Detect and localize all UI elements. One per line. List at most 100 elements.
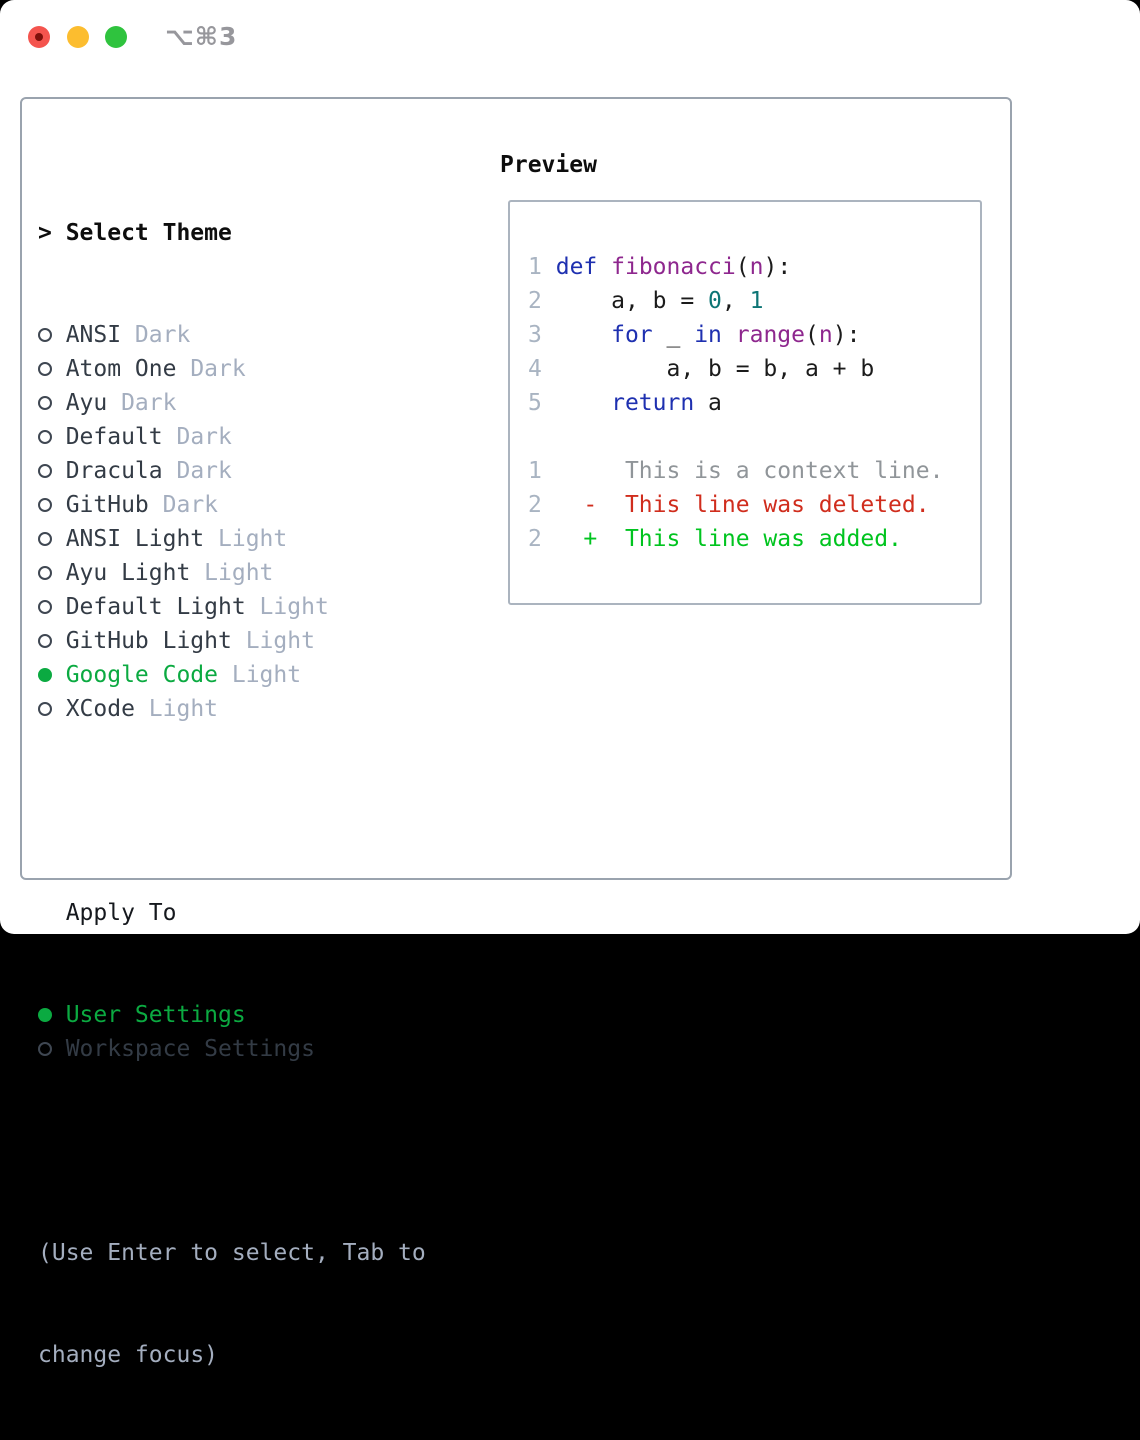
apply-option[interactable]: Workspace Settings [38, 1032, 478, 1066]
radio-cell [38, 420, 66, 454]
theme-option[interactable]: Ayu Dark [38, 386, 478, 420]
theme-option[interactable]: ANSI Dark [38, 318, 478, 352]
code-segment: , [721, 288, 750, 314]
code-segment: in [694, 322, 722, 348]
preview-title: Preview [500, 152, 597, 178]
radio-cell [38, 590, 66, 624]
radio-cell [38, 352, 66, 386]
code-segment: n [749, 254, 764, 280]
code-line: 5 return a [528, 386, 943, 420]
spacer-line [528, 420, 943, 454]
radio-cell [38, 522, 66, 556]
theme-option[interactable]: Ayu Light Light [38, 556, 478, 590]
apply-to-header: Apply To [38, 896, 478, 930]
diff-line: 2 + This line was added. [528, 522, 943, 556]
theme-name: Dracula [65, 458, 163, 484]
theme-name: GitHub Light [65, 628, 232, 654]
minimize-button-icon[interactable] [66, 26, 89, 48]
theme-option[interactable]: XCode Light [38, 692, 478, 726]
theme-option[interactable]: Default Light Light [38, 590, 478, 624]
line-number: 2 [528, 492, 542, 518]
line-number: 2 [528, 288, 542, 314]
radio-selected-icon [38, 668, 52, 682]
radio-icon [38, 464, 52, 478]
code-segment [542, 254, 556, 280]
apply-to-header-label: Apply To [65, 900, 177, 926]
close-button-icon[interactable] [28, 26, 50, 48]
theme-name: ANSI [65, 322, 122, 348]
radio-cell [38, 318, 66, 352]
theme-variant: Dark [162, 458, 232, 484]
code-line: 3 for _ in range(n): [528, 318, 943, 352]
code-segment: + This line was added. [541, 526, 902, 552]
apply-option[interactable]: User Settings [38, 998, 478, 1032]
theme-name: Default Light [65, 594, 246, 620]
theme-name: Ayu [65, 390, 108, 416]
theme-option[interactable]: Dracula Dark [38, 454, 478, 488]
theme-variant: Dark [148, 492, 219, 518]
radio-cell [38, 488, 66, 522]
radio-icon [38, 328, 52, 342]
diff-line: 1 This is a context line. [528, 454, 943, 488]
radio-cell [38, 624, 66, 658]
radio-selected-icon [38, 1008, 52, 1022]
line-number: 1 [528, 458, 542, 484]
code-segment [542, 322, 611, 348]
apply-header-indent [38, 896, 66, 930]
code-segment [542, 390, 611, 416]
theme-name: Ayu Light [65, 560, 191, 586]
radio-icon [38, 1042, 52, 1056]
theme-name: ANSI Light [65, 526, 205, 552]
radio-icon [38, 702, 52, 716]
theme-variant: Light [231, 628, 315, 654]
radio-icon [38, 430, 52, 444]
code-segment [597, 254, 611, 280]
code-segment: n [818, 322, 833, 348]
code-segment: 1 [749, 288, 764, 314]
code-line: 4 a, b = b, a + b [528, 352, 943, 386]
code-segment: _ [652, 322, 695, 348]
theme-option[interactable]: GitHub Dark [38, 488, 478, 522]
theme-option[interactable]: Atom One Dark [38, 352, 478, 386]
theme-list-header: >Select Theme [38, 216, 478, 250]
help-text-line-1: (Use Enter to select, Tab to [38, 1240, 426, 1266]
code-line: 2 a, b = 0, 1 [528, 284, 943, 318]
spacer-row [38, 1134, 478, 1168]
line-number: 5 [528, 390, 542, 416]
zoom-button-icon[interactable] [105, 26, 127, 48]
radio-cell [38, 998, 66, 1032]
line-number: 1 [528, 254, 542, 280]
code-segment [722, 322, 736, 348]
theme-variant: Light [204, 526, 288, 552]
theme-name: XCode [65, 696, 135, 722]
theme-variant: Dark [176, 356, 246, 382]
code-segment: a, b = b, a + b [541, 356, 875, 382]
radio-cell [38, 1032, 66, 1066]
code-line: 1 def fibonacci(n): [528, 250, 943, 284]
help-text-line-2: change focus) [38, 1342, 219, 1368]
radio-cell [38, 658, 66, 692]
theme-variant: Light [218, 662, 302, 688]
code-segment: return [611, 390, 695, 416]
theme-option[interactable]: Default Dark [38, 420, 478, 454]
radio-cell [38, 556, 66, 590]
theme-variant: Dark [162, 424, 232, 450]
theme-name: Google Code [65, 662, 219, 688]
theme-variant: Dark [121, 322, 191, 348]
radio-icon [38, 634, 52, 648]
code-segment: def [555, 254, 598, 280]
code-segment: ( [735, 254, 750, 280]
theme-option[interactable]: Google Code Light [38, 658, 478, 692]
theme-option[interactable]: GitHub Light Light [38, 624, 478, 658]
theme-name: Atom One [65, 356, 177, 382]
line-number: 3 [528, 322, 542, 348]
radio-cell [38, 386, 66, 420]
line-number: 2 [528, 526, 542, 552]
theme-variant: Light [134, 696, 219, 722]
radio-icon [38, 532, 52, 546]
theme-option[interactable]: ANSI Light Light [38, 522, 478, 556]
